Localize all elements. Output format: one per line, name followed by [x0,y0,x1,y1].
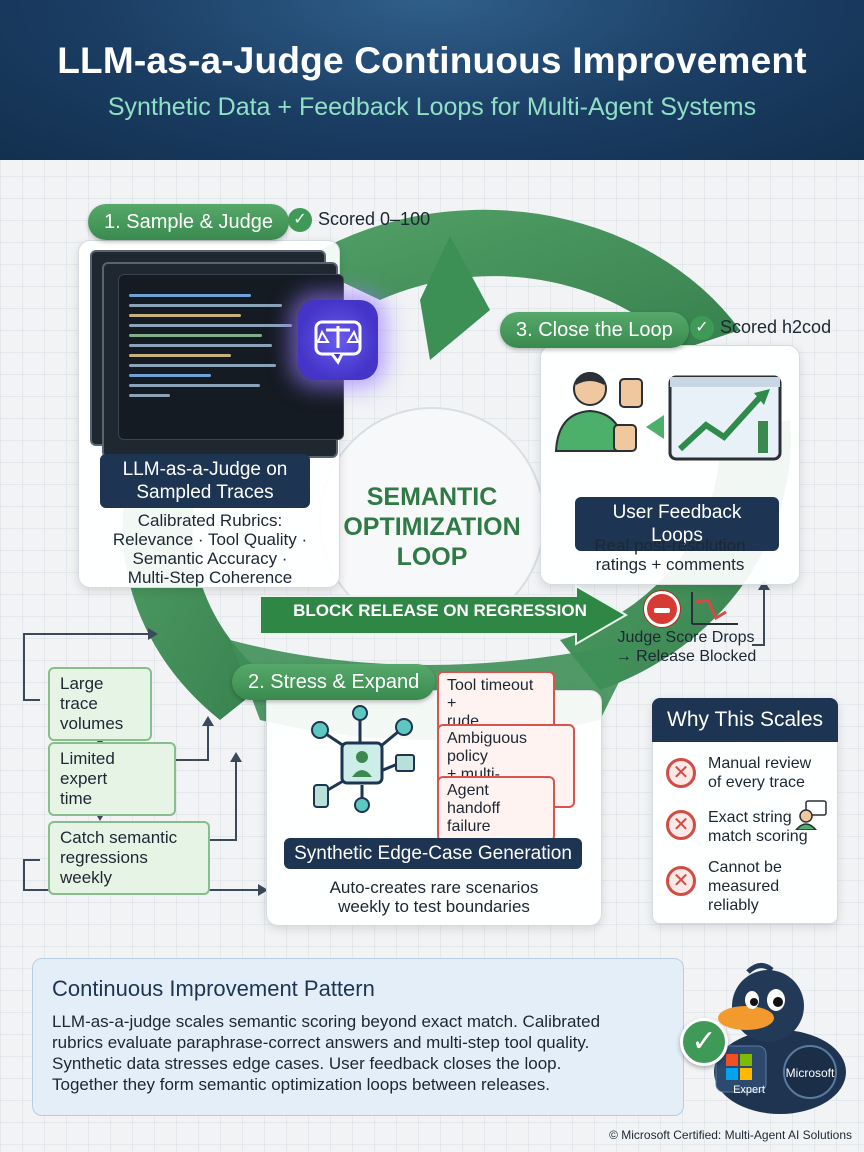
edge-case-3-line2: failure [447,818,491,835]
step1-scored: ✓ Scored 0–100 [288,208,430,232]
flow-item-1-line2: volumes [60,714,124,733]
pattern-body: LLM-as-a-judge scales semantic scoring b… [52,1011,682,1095]
release-blocked-text: Judge Score Drops → Release Blocked [608,628,764,666]
why-item-1-line2: of every trace [708,774,805,791]
pattern-line-1: LLM-as-a-judge scales semantic scoring b… [52,1012,601,1031]
step2-desc-line2: weekly to test boundaries [338,897,530,916]
why-item-3-line3: reliably [708,897,759,914]
edge-case-2-line1: Ambiguous policy [447,730,528,765]
flow-expert-time: Limited expert time [48,742,176,816]
step3-scored-text: Scored h2cod [720,316,832,337]
step2-label: Synthetic Edge-Case Generation [284,838,582,869]
step1-scored-text: Scored 0–100 [318,208,431,229]
edge-case-1-line1: Tool timeout + [447,677,534,712]
network-icon [311,705,415,813]
flow-large-trace: Large trace volumes [48,667,152,741]
x-icon: ✕ [666,810,696,840]
flow-item-1-line1: Large trace [60,674,104,713]
flow-item-2-line1: Limited expert [60,749,115,788]
drop-chart-icon [691,592,738,625]
why-item-1-line1: Manual review [708,755,812,772]
pattern-line-2: rubrics evaluate paraphrase-correct answ… [52,1033,590,1052]
why-item-1: Manual review of every trace [708,754,811,792]
judge-scales-icon [298,300,378,380]
feedback-chart-icon [554,372,782,461]
step1-label-line2: Sampled Traces [136,482,274,503]
step2-pill: 2. Stress & Expand [232,664,436,700]
step3-scored: ✓ Scored h2cod [690,316,831,340]
why-item-3-line2: measured [708,878,780,895]
x-icon: ✕ [666,758,696,788]
step2-desc-line1: Auto-creates rare scenarios [329,878,539,897]
reviewer-icon [795,800,827,830]
duck-mascot [714,963,846,1114]
release-connector [752,586,765,646]
page-title: LLM-as-a-Judge Continuous Improvement [57,40,807,81]
x-icon: ✕ [666,866,696,896]
why-title: Why This Scales [652,698,838,742]
edge-case-3-line1: Agent handoff [447,782,501,817]
no-entry-icon [644,591,680,627]
cycle-arrowhead-top [420,236,490,360]
release-arrow-shape [259,584,628,646]
step1-desc-line3: Semantic Accuracy · [132,549,288,568]
pattern-box [32,958,684,1116]
step3-desc: Real post-resolution ratings + comments [560,536,780,574]
flow-connector [23,633,150,701]
why-item-3-line1: Cannot be [708,859,782,876]
footer-copyright: © Microsoft Certified: Multi-Agent AI So… [609,1128,852,1142]
release-blocked-line1: Judge Score Drops [617,629,755,646]
step1-label: LLM-as-a-Judge on Sampled Traces [100,454,310,508]
mascot-badge-right: Microsoft [785,1066,835,1080]
step3-desc-line2: ratings + comments [595,555,745,574]
why-item-2-line1: Exact string [708,809,792,826]
step1-desc-line4: Multi-Step Coherence [127,568,293,587]
mascot-badge-left: Expert [733,1084,765,1096]
step1-desc: Calibrated Rubrics: Relevance · Tool Qua… [84,511,336,587]
pattern-title: Continuous Improvement Pattern [52,976,375,1001]
center-title: SEMANTIC OPTIMIZATION LOOP [332,482,532,572]
center-title-line2: OPTIMIZATION [343,513,521,541]
center-title-line3: LOOP [396,543,468,571]
check-icon: ✓ [690,316,714,340]
step3-desc-line1: Real post-resolution [594,536,746,555]
page-subtitle: Synthetic Data + Feedback Loops for Mult… [107,93,757,121]
step3-label: User Feedback Loops [575,497,779,551]
release-blocked-line2: → Release Blocked [615,648,757,665]
pattern-line-3: Synthetic data stresses edge cases. User… [52,1054,562,1073]
flow-item-3-line1: Catch semantic [60,828,178,847]
pattern-line-4: Together they form semantic optimization… [52,1075,550,1094]
flow-item-3-line2: regressions weekly [60,848,148,887]
flow-item-2-line2: time [60,789,93,808]
why-item-2: Exact string match scoring [708,808,808,846]
flow-catch-regressions: Catch semantic regressions weekly [48,821,210,895]
why-item-2-line2: match scoring [708,828,808,845]
release-arrow-label: BLOCK RELEASE ON REGRESSION [293,601,587,620]
check-icon: ✓ [288,208,312,232]
edge-case-3: Agent handoff failure [437,776,555,842]
header-banner: LLM-as-a-Judge Continuous Improvement Sy… [0,0,864,160]
center-title-line1: SEMANTIC [366,483,498,511]
why-item-3: Cannot be measured reliably [708,858,782,915]
step3-pill: 3. Close the Loop [500,312,689,348]
mascot-check-icon: ✓ [680,1018,728,1066]
cycle-arc-top [300,209,740,350]
step2-desc: Auto-creates rare scenarios weekly to te… [286,878,582,916]
step1-label-line1: LLM-as-a-Judge on [122,459,288,480]
step1-desc-line1: Calibrated Rubrics: [137,511,283,530]
step1-pill: 1. Sample & Judge [88,204,289,240]
step1-desc-line2: Relevance · Tool Quality · [112,530,308,549]
